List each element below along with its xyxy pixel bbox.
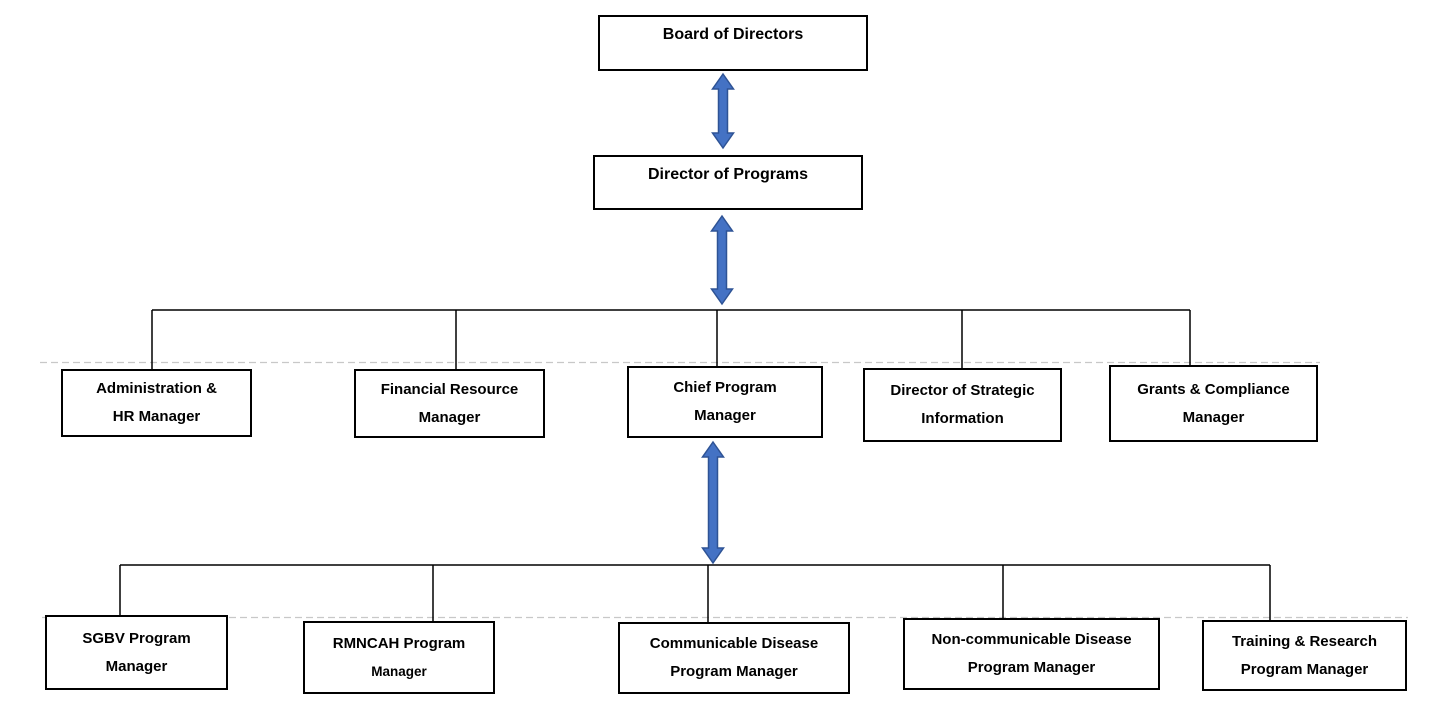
double-arrow-chief-to-level4 xyxy=(701,440,725,565)
node-label-line: Administration & xyxy=(96,380,217,397)
node-label-line: Program Manager xyxy=(1240,660,1369,678)
node-rmncah-program-manager[interactable]: RMNCAH Program Manager xyxy=(303,621,495,694)
node-label-line: Manager xyxy=(1182,408,1245,426)
node-label-line: Program Manager xyxy=(670,663,798,680)
node-training-research-program-manager[interactable]: Training & Research Program Manager xyxy=(1202,620,1407,691)
node-communicable-disease-program-manager[interactable]: Communicable Disease Program Manager xyxy=(618,622,850,694)
node-label-line: Training & Research xyxy=(1231,632,1378,650)
node-chief-program-manager[interactable]: Chief Program Manager xyxy=(627,366,823,438)
node-label-line: Information xyxy=(921,410,1004,427)
node-label-line: Communicable Disease xyxy=(649,635,819,652)
node-director-of-programs[interactable]: Director of Programs xyxy=(593,155,863,210)
double-arrow-director-to-level3 xyxy=(710,214,734,306)
node-label-line: SGBV Program xyxy=(82,629,191,647)
node-label-line: Manager xyxy=(105,657,168,675)
node-label-line: Manager xyxy=(371,663,427,679)
node-label-line: Grants & Compliance xyxy=(1137,380,1290,398)
node-label-line: HR Manager xyxy=(112,408,201,425)
node-label-line: Program Manager xyxy=(967,659,1096,676)
node-label-line: Director of Strategic xyxy=(890,382,1035,399)
node-label-line: Non-communicable Disease xyxy=(931,631,1132,648)
double-arrow-board-to-director xyxy=(711,72,735,150)
node-label-line: RMNCAH Program xyxy=(332,634,466,652)
node-label: Board of Directors xyxy=(662,26,804,43)
node-label: Director of Programs xyxy=(647,166,809,183)
bus-level4 xyxy=(119,564,1271,622)
node-grants-compliance-manager[interactable]: Grants & Compliance Manager xyxy=(1109,365,1318,442)
node-financial-resource-manager[interactable]: Financial Resource Manager xyxy=(354,369,545,438)
node-non-communicable-disease-program-manager[interactable]: Non-communicable Disease Program Manager xyxy=(903,618,1160,690)
node-sgbv-program-manager[interactable]: SGBV Program Manager xyxy=(45,615,228,690)
node-label-line: Manager xyxy=(418,408,481,426)
node-label-line: Chief Program xyxy=(673,379,777,396)
node-administration-hr-manager[interactable]: Administration & HR Manager xyxy=(61,369,252,437)
node-label-line: Financial Resource xyxy=(380,380,519,398)
bus-level3 xyxy=(151,309,1191,369)
node-board-of-directors[interactable]: Board of Directors xyxy=(598,15,868,71)
node-director-of-strategic-information[interactable]: Director of Strategic Information xyxy=(863,368,1062,442)
node-label-line: Manager xyxy=(694,407,756,424)
